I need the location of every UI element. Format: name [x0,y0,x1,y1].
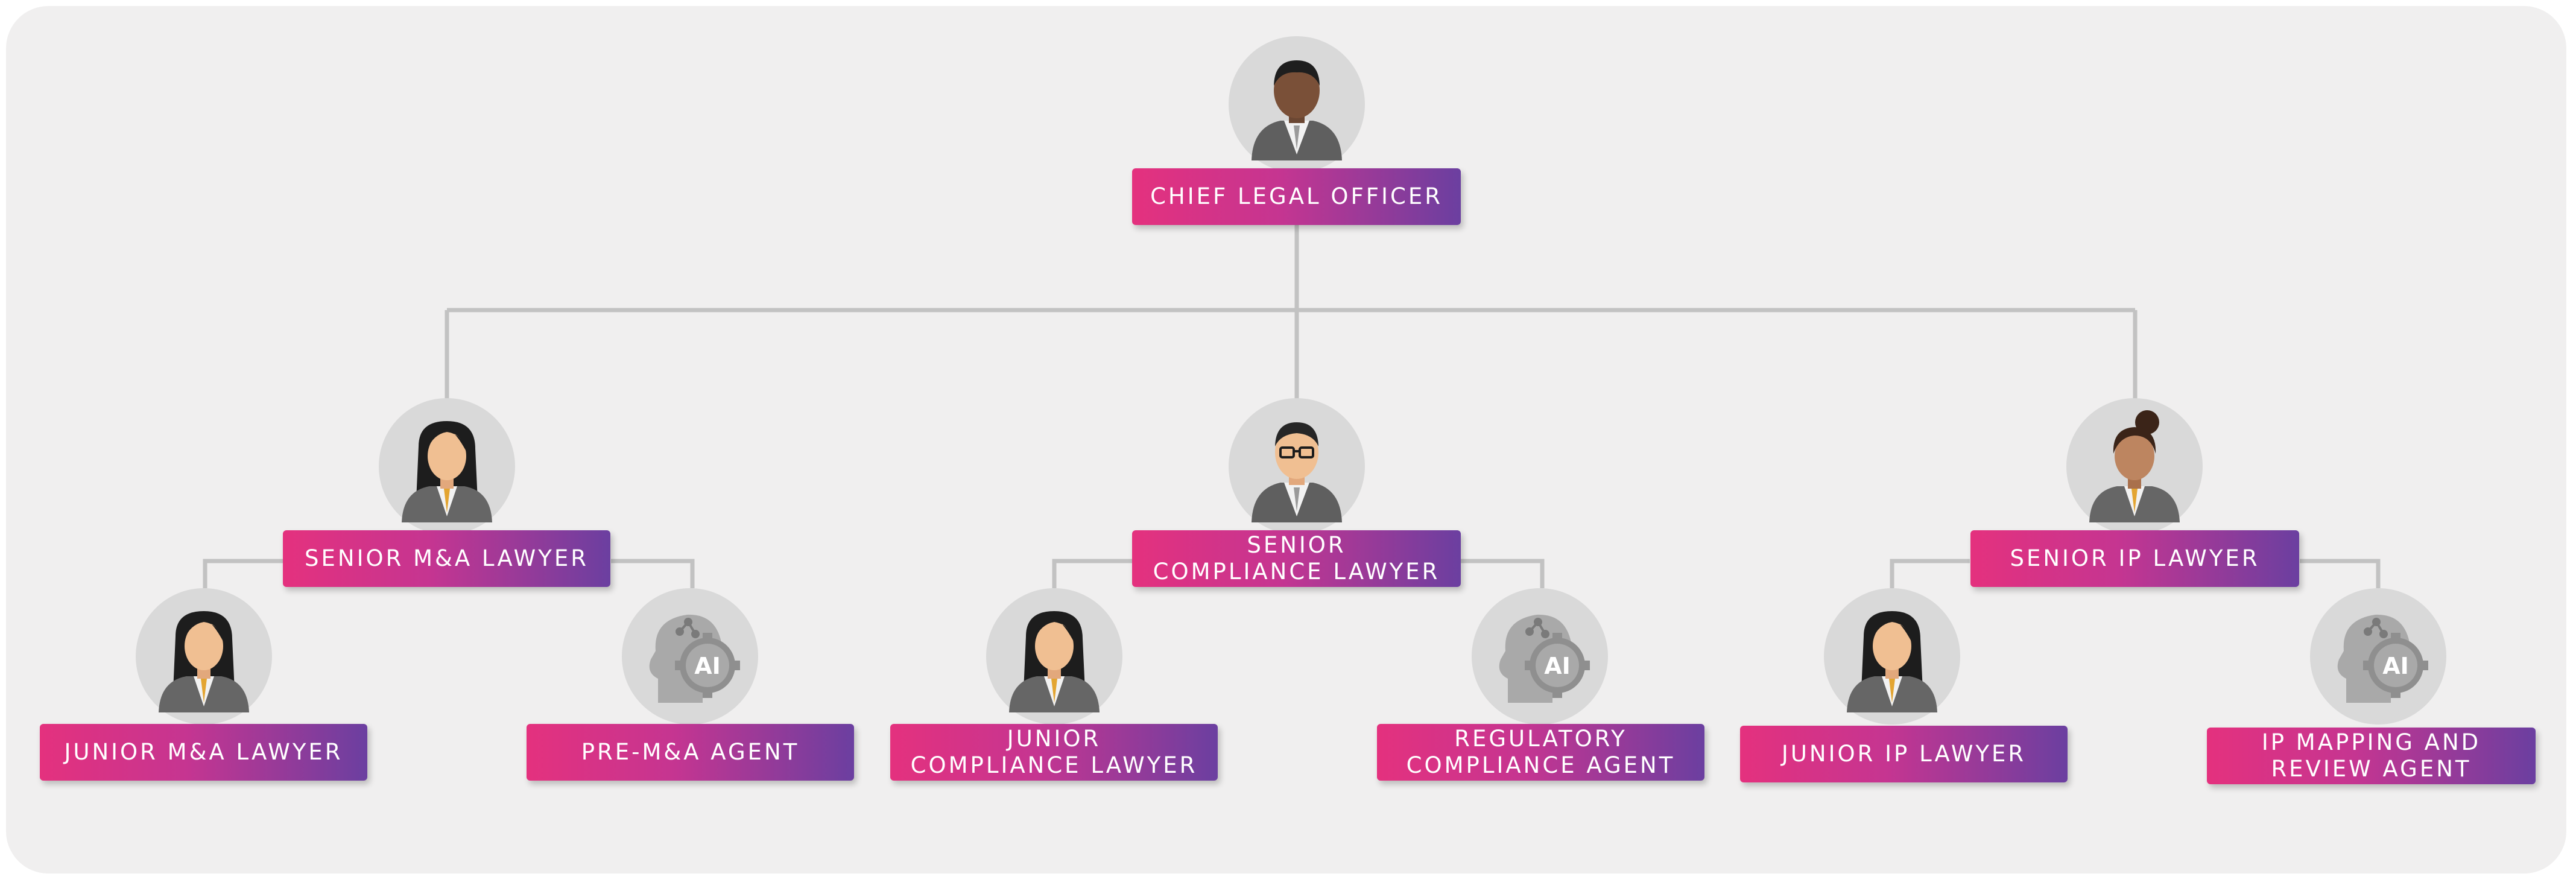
pre-ma-agent-label: PRE-M&A AGENT [527,724,854,781]
woman-icon [986,588,1122,725]
svg-text:AI: AI [2382,653,2409,679]
junior-compliance-lawyer-label: JUNIOR COMPLIANCE LAWYER [890,724,1218,781]
ai-agent-icon: AI [2310,588,2446,725]
label-text-line1: JUNIOR [1007,726,1101,752]
senior-ma-lawyer-label: SENIOR M&A LAWYER [283,530,610,587]
svg-text:AI: AI [694,653,721,679]
label-text-line2: COMPLIANCE LAWYER [910,752,1198,778]
label-text: SENIOR IP LAWYER [2010,545,2260,571]
junior-ip-lawyer-label: JUNIOR IP LAWYER [1740,726,2068,782]
woman-icon [136,588,272,725]
label-text-line1: SENIOR [1247,532,1346,558]
label-text-line2: COMPLIANCE AGENT [1406,752,1676,778]
label-text: PRE-M&A AGENT [581,739,800,765]
senior-ip-lawyer-label: SENIOR IP LAWYER [1970,530,2299,587]
senior-compliance-lawyer-label: SENIOR COMPLIANCE LAWYER [1132,530,1461,587]
label-text: CHIEF LEGAL OFFICER [1150,183,1443,209]
woman-icon [1824,588,1960,725]
ip-mapping-review-agent-label: IP MAPPING AND REVIEW AGENT [2207,728,2536,784]
chief-legal-officer-label: CHIEF LEGAL OFFICER [1132,168,1461,225]
label-text: SENIOR M&A LAWYER [305,545,589,571]
label-text: JUNIOR M&A LAWYER [64,739,343,765]
label-text-line1: IP MAPPING AND [2261,729,2481,755]
label-text-line2: COMPLIANCE LAWYER [1153,559,1440,585]
label-text-line2: REVIEW AGENT [2271,756,2472,782]
man-glasses-icon [1229,398,1365,534]
junior-ma-lawyer-label: JUNIOR M&A LAWYER [40,724,367,781]
man-dark-icon [1229,36,1365,173]
regulatory-compliance-agent-label: REGULATORY COMPLIANCE AGENT [1377,724,1704,781]
label-text: JUNIOR IP LAWYER [1781,741,2027,767]
label-text-line1: REGULATORY [1454,726,1627,752]
svg-text:AI: AI [1544,653,1571,679]
woman-icon [379,398,515,534]
ai-agent-icon: AI [1472,588,1608,725]
ai-agent-icon: AI [622,588,758,725]
woman-bun-icon [2066,398,2203,534]
